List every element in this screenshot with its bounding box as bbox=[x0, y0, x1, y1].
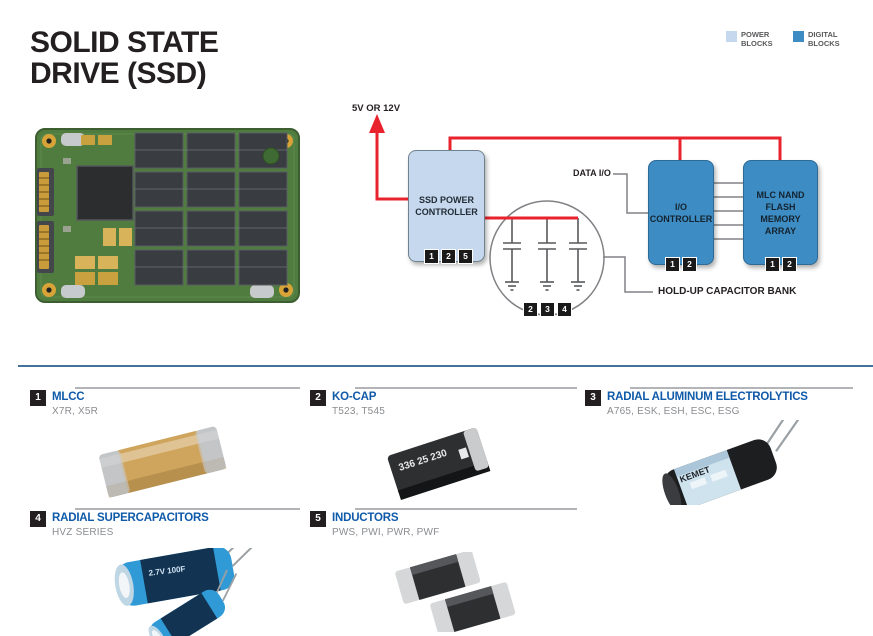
component-item-supercapacitors: 4 RADIAL SUPERCAPACITORS HVZ SERIES 2.7V… bbox=[30, 508, 300, 636]
component-heading-mlcc: MLCC bbox=[52, 391, 85, 403]
holdup-capacitor-bank-label: HOLD-UP CAPACITOR BANK bbox=[658, 286, 797, 297]
legend-label-digital: DIGITAL BLOCKS bbox=[808, 30, 840, 48]
badge-2: 2 bbox=[782, 257, 797, 272]
badge-2: 2 bbox=[441, 249, 456, 264]
component-heading-inductors: INDUCTORS bbox=[332, 512, 399, 524]
item-rule bbox=[75, 387, 300, 389]
block-io-controller: I/O CONTROLLER bbox=[648, 160, 714, 265]
block-mlc-nand-flash-label: MLC NAND FLASH MEMORY ARRAY bbox=[756, 189, 805, 236]
component-heading-kocap: KO-CAP bbox=[332, 391, 377, 403]
legend-label-power: POWER BLOCKS bbox=[741, 30, 773, 48]
product-image-mlcc bbox=[99, 426, 227, 498]
badge-5: 5 bbox=[458, 249, 473, 264]
item-rule bbox=[75, 508, 300, 510]
component-number-badge-3: 3 bbox=[585, 390, 601, 406]
component-heading-electrolytics: RADIAL ALUMINUM ELECTROLYTICS bbox=[607, 391, 808, 403]
board-passives bbox=[63, 135, 280, 285]
component-item-kocap: 2 KO-CAP T523, T545 336 25 230 bbox=[310, 387, 577, 502]
data-io-label: DATA I/O bbox=[573, 168, 611, 178]
item-rule bbox=[630, 387, 853, 389]
power-block-swatch bbox=[726, 31, 737, 42]
product-image-inductors bbox=[395, 552, 516, 632]
product-image-electrolytic: KEMET bbox=[662, 420, 805, 505]
badge-1: 1 bbox=[765, 257, 780, 272]
legend-item-power-blocks: POWER BLOCKS bbox=[726, 30, 773, 48]
badge-3: 3 bbox=[540, 302, 555, 317]
component-series-mlcc: X7R, X5R bbox=[52, 406, 99, 417]
component-number-badge-5: 5 bbox=[310, 511, 326, 527]
component-item-electrolytics: 3 RADIAL ALUMINUM ELECTROLYTICS A765, ES… bbox=[585, 387, 853, 505]
badge-2: 2 bbox=[682, 257, 697, 272]
mounting-holes bbox=[42, 133, 293, 298]
component-number-badge-2: 2 bbox=[310, 390, 326, 406]
badge-2: 2 bbox=[523, 302, 538, 317]
component-series-electrolytics: A765, ESK, ESH, ESC, ESG bbox=[607, 406, 740, 417]
page-title-line2: DRIVE (SSD) bbox=[30, 57, 207, 90]
component-series-supercapacitors: HVZ SERIES bbox=[52, 527, 114, 538]
io-controller-badges: 1 2 bbox=[665, 257, 697, 272]
supply-arrowhead bbox=[369, 114, 385, 133]
controller-chip bbox=[76, 165, 134, 221]
signal-wires bbox=[603, 173, 745, 293]
component-series-kocap: T523, T545 bbox=[332, 406, 385, 417]
section-divider bbox=[18, 365, 873, 367]
capacitor-symbols bbox=[503, 218, 587, 291]
page-title-line1: SOLID STATE bbox=[30, 26, 219, 59]
nand-badges: 1 2 bbox=[765, 257, 797, 272]
legend-item-digital-blocks: DIGITAL BLOCKS bbox=[793, 30, 840, 48]
supply-voltage-label: 5V OR 12V bbox=[352, 103, 401, 114]
power-wires bbox=[375, 129, 782, 220]
ssd-board-photo bbox=[35, 128, 300, 303]
diagram-wires bbox=[369, 114, 782, 316]
product-image-kocap: 336 25 230 bbox=[387, 427, 491, 500]
block-ssd-power-controller: SSD POWER CONTROLLER bbox=[408, 150, 485, 262]
supercap-marking: 2.7V 100F bbox=[148, 564, 186, 577]
badge-4: 4 bbox=[557, 302, 572, 317]
component-item-mlcc: 1 MLCC X7R, X5R bbox=[30, 387, 300, 502]
power-controller-badges: 1 2 5 bbox=[424, 249, 473, 264]
badge-1: 1 bbox=[665, 257, 680, 272]
sata-connector bbox=[37, 168, 54, 273]
block-mlc-nand-flash: MLC NAND FLASH MEMORY ARRAY bbox=[743, 160, 818, 265]
component-heading-supercapacitors: RADIAL SUPERCAPACITORS bbox=[52, 512, 209, 524]
component-item-inductors: 5 INDUCTORS PWS, PWI, PWR, PWF bbox=[310, 508, 577, 632]
block-ssd-power-controller-label: SSD POWER CONTROLLER bbox=[415, 195, 478, 217]
component-number-badge-4: 4 bbox=[30, 511, 46, 527]
item-rule bbox=[355, 387, 577, 389]
item-rule bbox=[355, 508, 577, 510]
block-io-controller-label: I/O CONTROLLER bbox=[649, 201, 713, 224]
badge-1: 1 bbox=[424, 249, 439, 264]
digital-block-swatch bbox=[793, 31, 804, 42]
component-number-badge-1: 1 bbox=[30, 390, 46, 406]
page-title: SOLID STATE DRIVE (SSD) bbox=[30, 26, 219, 90]
component-series-inductors: PWS, PWI, PWR, PWF bbox=[332, 527, 440, 538]
product-image-supercapacitors: 2.7V 100F bbox=[114, 548, 262, 636]
capacitor-bank-badges: 2 3 4 bbox=[523, 302, 572, 317]
